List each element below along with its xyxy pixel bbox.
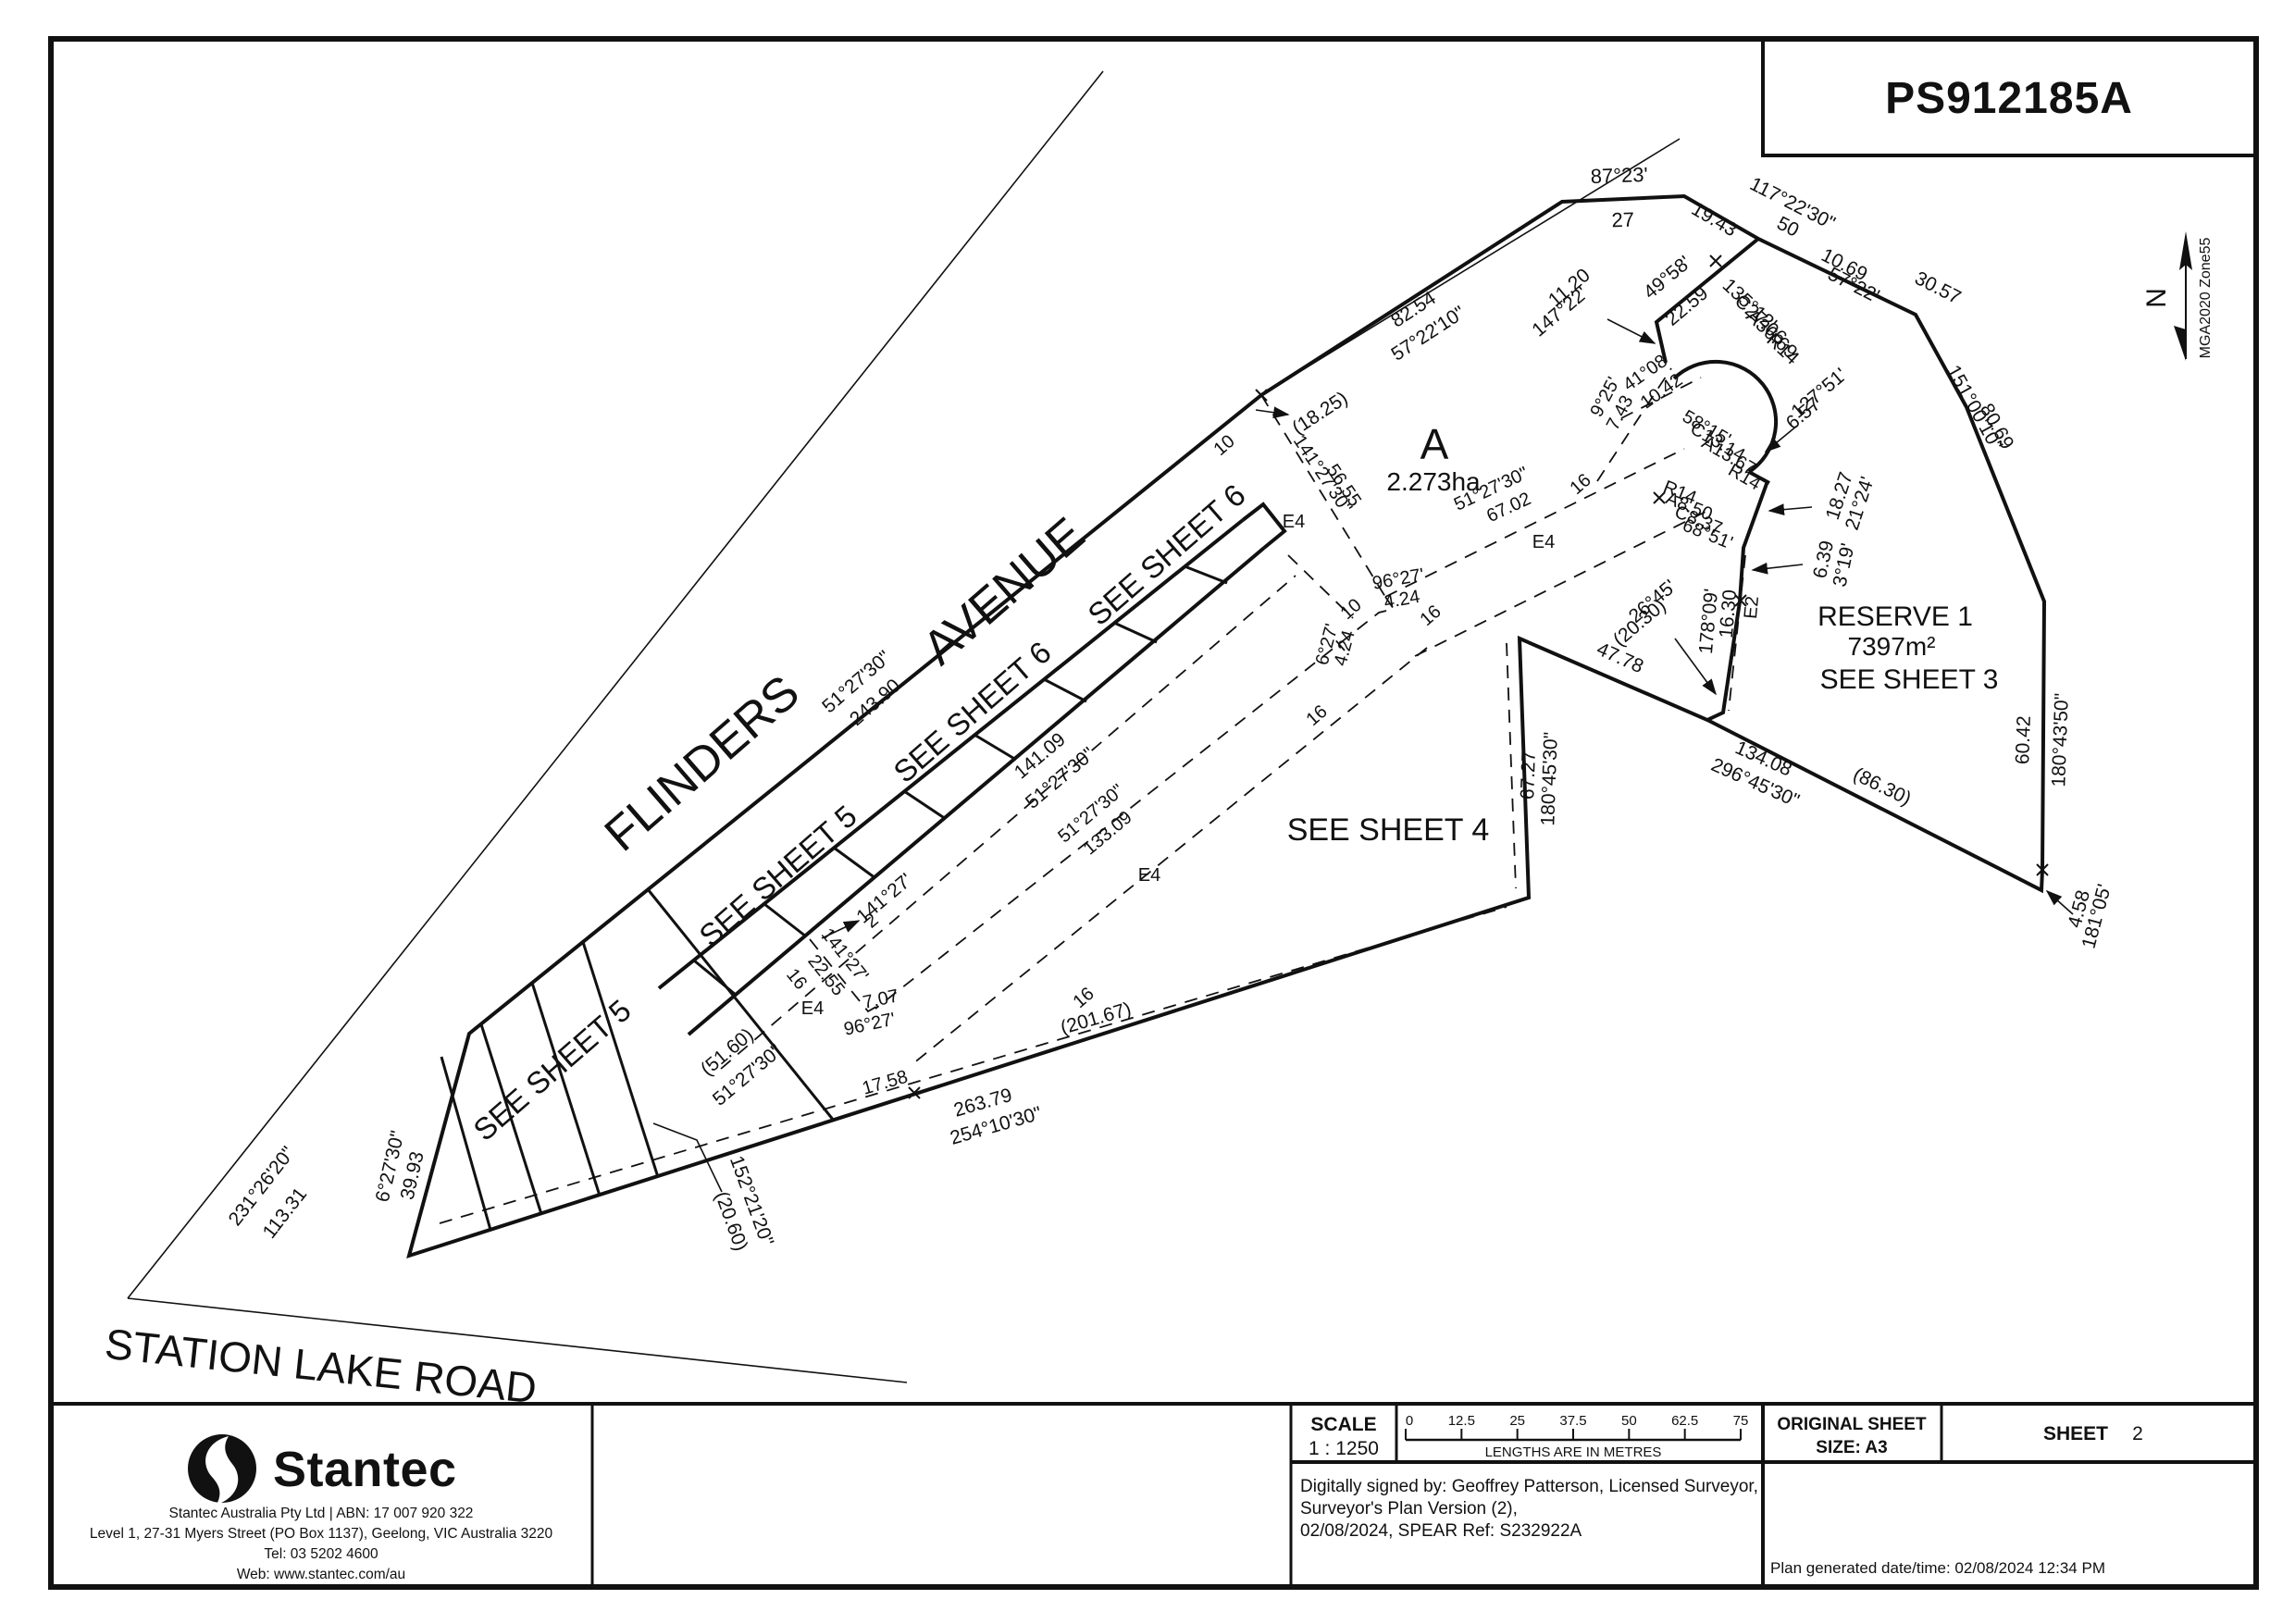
plan-label: E4: [801, 998, 824, 1019]
sheet-number: 2: [2132, 1423, 2143, 1444]
plan-label: AVENUE: [913, 507, 1096, 676]
plan-label: 180°45'30": [1537, 732, 1562, 826]
firm-line-3: Tel: 03 5202 4600: [264, 1546, 378, 1562]
road-end-notch: [1241, 502, 1287, 550]
generated-datetime: Plan generated date/time: 02/08/2024 12:…: [1770, 1559, 2105, 1577]
plan-label: SEE SHEET 4: [1287, 812, 1490, 848]
plan-label: SEE SHEET 6: [1081, 477, 1251, 632]
plan-label: RESERVE 1: [1817, 601, 1973, 632]
north-label: N: [2141, 288, 2172, 308]
plan-label: 16: [1302, 701, 1331, 730]
plan-label: SEE SHEET 3: [1820, 664, 1999, 695]
survey-ticks: [908, 254, 2049, 1099]
band-rear-boundary: [687, 546, 1266, 1036]
scale-label: SCALE: [1310, 1414, 1376, 1435]
stantec-logo-icon: [188, 1434, 256, 1505]
firm-name: Stantec: [273, 1442, 457, 1497]
scale-bar-note: LENGTHS ARE IN METRES: [1485, 1444, 1662, 1460]
original-sheet-line1: ORIGINAL SHEET: [1777, 1415, 1927, 1434]
plan-label: 7.07: [861, 986, 900, 1013]
scale-bar-tick-label: 50: [1621, 1413, 1637, 1429]
left-cluster-lots: [440, 888, 836, 1231]
plan-label: 27: [1611, 208, 1634, 232]
signed-line-3: 02/08/2024, SPEAR Ref: S232922A: [1300, 1521, 1582, 1541]
plan-label: 7397m²: [1848, 632, 1936, 661]
firm-line-2: Level 1, 27-31 Myers Street (PO Box 1137…: [90, 1526, 553, 1542]
plan-label: 2.273ha: [1386, 467, 1481, 496]
firm-cell: Stantec Stantec Australia Pty Ltd | ABN:…: [90, 1434, 553, 1582]
plan-number: PS912185A: [1885, 74, 2133, 123]
plan-annotations: FLINDERS AVENUE STATION LAKE ROAD SEE SHEET…: [103, 163, 2115, 1413]
plan-label: (18.25): [1288, 388, 1351, 440]
plan-label: 180°43'50": [2048, 693, 2073, 787]
plan-label: 87°23': [1590, 163, 1648, 188]
signature-cell: Digitally signed by: Geoffrey Patterson,…: [1300, 1477, 1758, 1541]
leader-arrows: [652, 318, 2074, 1193]
sheet-word: SHEET: [2043, 1423, 2108, 1444]
station-lake-road-line: [127, 1297, 908, 1383]
scale-bar-tick-label: 37.5: [1559, 1413, 1586, 1429]
plan-label: 60.42: [2012, 715, 2035, 764]
firm-line-4: Web: www.stantec.com/au: [237, 1567, 405, 1582]
plan-label: 67.27: [1517, 750, 1540, 800]
road-line-nw: [127, 70, 1104, 1299]
outer-boundary: [406, 193, 2047, 1259]
scale-value: 1 : 1250: [1309, 1438, 1379, 1459]
plan-label: (86.30): [1850, 763, 1915, 810]
original-sheet-line2: SIZE: A3: [1816, 1438, 1887, 1457]
plan-label: 178°09': [1695, 588, 1722, 655]
north-datum: MGA2020 Zone55: [2198, 238, 2214, 359]
plan-label: FLINDERS: [595, 665, 810, 862]
easement-dashed-lines: [439, 367, 1746, 1224]
plan-label: 30.57: [1911, 267, 1964, 308]
plan-number-box: PS912185A: [1761, 37, 2258, 157]
avenue-frontage: [657, 518, 1245, 990]
plan-label: E4: [1283, 512, 1305, 532]
plan-label: 10: [1336, 595, 1365, 624]
title-block: SCALE 1 : 1250 LENGTHS ARE IN METRES 0 12…: [51, 1402, 2256, 1587]
plan-label: 19.43: [1688, 198, 1741, 241]
signed-line-2: Surveyor's Plan Version (2),: [1300, 1499, 1518, 1519]
plan-label: 96°27': [842, 1010, 898, 1040]
plan-label: E4: [1138, 865, 1160, 886]
plan-label: A: [1420, 420, 1449, 468]
plan-label: 16.30: [1716, 589, 1741, 638]
scale-bar-tick-label: 75: [1733, 1413, 1749, 1429]
court-bowl-chain: [1654, 237, 1779, 722]
plan-label: 17.58: [860, 1067, 910, 1099]
signed-line-1: Digitally signed by: Geoffrey Patterson,…: [1300, 1477, 1758, 1496]
page-border: [48, 36, 2259, 1590]
plan-label: E2: [1741, 595, 1763, 619]
plan-label: E4: [1532, 532, 1555, 552]
plan-label: 16: [782, 965, 811, 994]
firm-line-1: Stantec Australia Pty Ltd | ABN: 17 007 …: [169, 1506, 474, 1521]
plan-label: STATION LAKE ROAD: [103, 1320, 539, 1413]
scale-bar-tick-label: 12.5: [1448, 1413, 1475, 1429]
boundary-linework: [127, 70, 2047, 1383]
scale-bar-tick-label: 62.5: [1671, 1413, 1698, 1429]
north-arrow-icon: N MGA2020 Zone55: [2141, 231, 2214, 361]
scale-bar-tick-label: 25: [1509, 1413, 1525, 1429]
scale-bar: LENGTHS ARE IN METRES 0 12.5 25 37.5 50 62.5 7…: [1405, 1413, 1749, 1460]
scale-bar-tick-label: 0: [1406, 1413, 1413, 1429]
plan-label: (201.67): [1058, 998, 1134, 1039]
